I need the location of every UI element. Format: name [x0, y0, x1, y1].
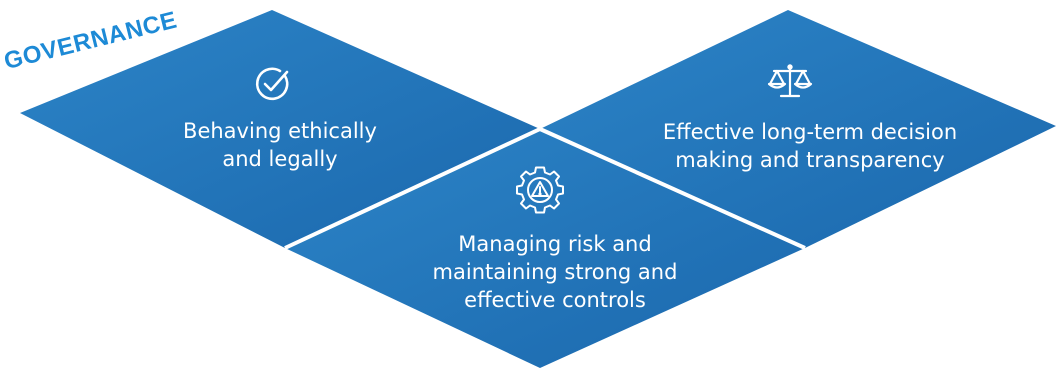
decision-panel-text: Effective long-term decision making and …: [662, 120, 958, 172]
decision-panel: [540, 10, 1056, 248]
gear-warning-icon: [516, 166, 564, 214]
check-circle-icon: [255, 67, 289, 101]
divider-line: [539, 127, 806, 250]
risk-panel-text: Managing risk and maintaining strong and…: [432, 232, 678, 312]
ethics-panel-text: Behaving ethically and legally: [183, 119, 377, 171]
divider-line: [284, 127, 541, 250]
scales-icon: [767, 64, 813, 98]
